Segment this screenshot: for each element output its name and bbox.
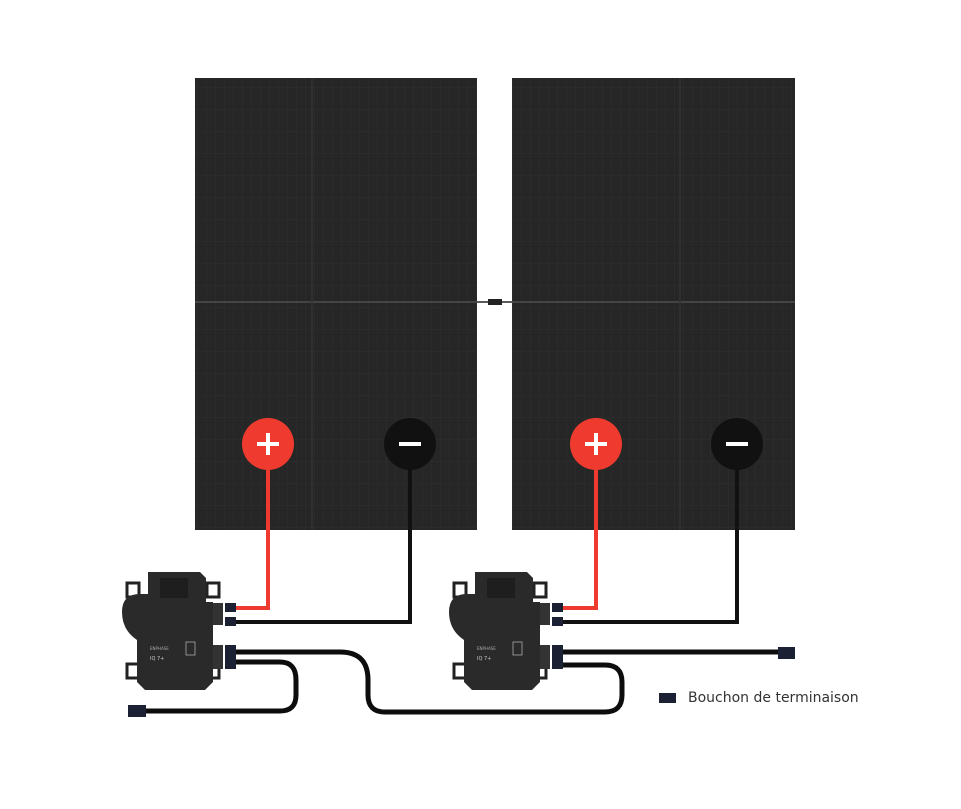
dc-cables (236, 470, 739, 624)
panel-connector (477, 299, 512, 305)
legend-label: Bouchon de terminaison (688, 690, 859, 706)
positive-cable-left (236, 470, 270, 610)
positive-cable-right (563, 470, 598, 610)
solar-panel-left (195, 78, 477, 530)
microinverter-left: ENPHASE IQ 7+ (122, 572, 236, 690)
polarity-terminals (242, 418, 763, 470)
end-cap-right (778, 647, 795, 659)
microinverter-right: ENPHASE IQ 7+ (449, 572, 563, 690)
end-cap-left (128, 705, 146, 717)
model-label: IQ 7+ (477, 656, 491, 662)
brand-label: ENPHASE (150, 646, 169, 651)
ac-cables (140, 649, 782, 715)
brand-label: ENPHASE (477, 646, 496, 651)
end-cap-swatch (659, 693, 676, 703)
negative-cable-right (563, 470, 739, 624)
legend: Bouchon de terminaison (659, 690, 859, 706)
model-label: IQ 7+ (150, 656, 164, 662)
negative-cable-left (236, 470, 412, 624)
